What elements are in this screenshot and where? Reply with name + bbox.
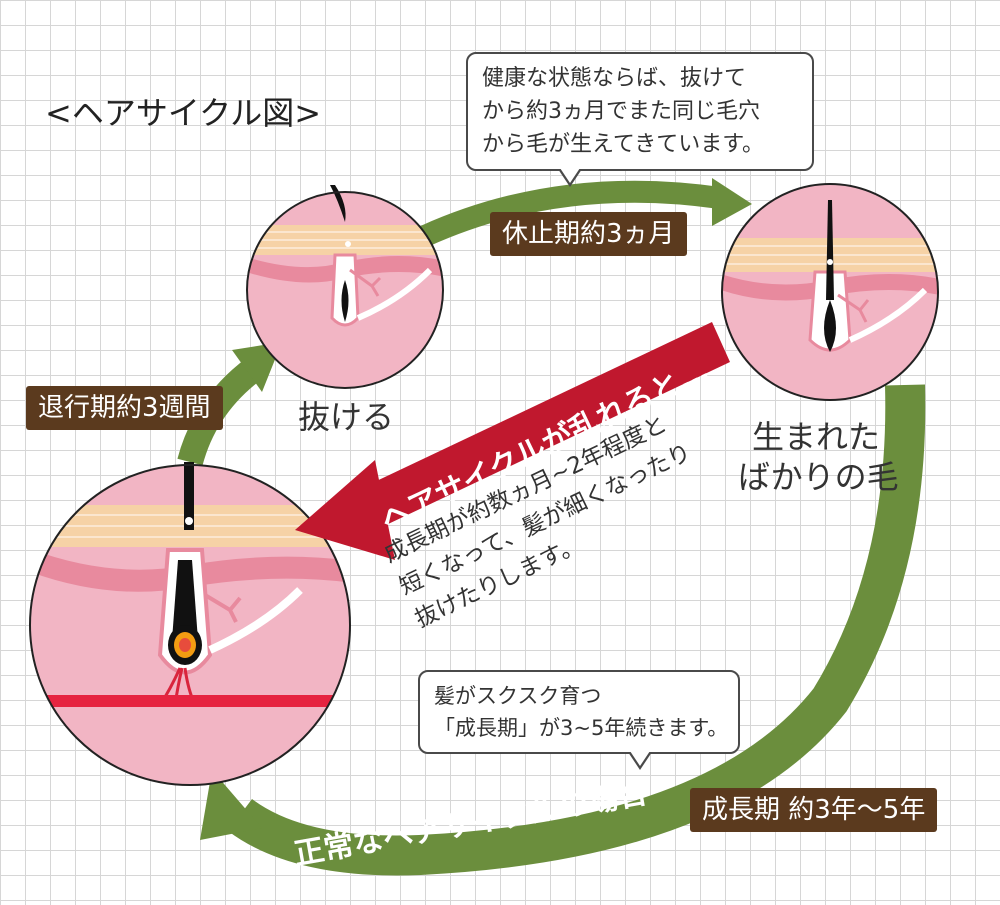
- callout-healthy-line-1: 健康な状態ならば、抜けて: [482, 66, 747, 91]
- diagram-title: <ヘアサイクル図>: [45, 94, 322, 132]
- circle-mature: [29, 462, 351, 786]
- callout-healthy-tail-fill: [560, 168, 580, 183]
- callout-growth-tail-fill: [630, 751, 650, 766]
- callout-growth-line-1: 髪がスクスク育つ: [434, 684, 602, 708]
- label-fall-out: 抜ける: [298, 398, 395, 436]
- callout-healthy-line-2: から約3ヵ月でまた同じ毛穴: [482, 99, 760, 124]
- label-resting-phase: 休止期約3ヵ月: [490, 212, 687, 256]
- circle-newborn: [721, 183, 939, 401]
- circle-fall-out: [246, 185, 444, 389]
- label-regression-phase: 退行期約3週間: [26, 386, 223, 430]
- red-arrow: [295, 322, 730, 560]
- green-arrow-top: [420, 178, 752, 247]
- label-growth-phase: 成長期 約3年〜5年: [690, 788, 938, 832]
- label-newborn-line-1: 生まれた: [752, 418, 881, 456]
- callout-healthy: 健康な状態ならば、抜けて から約3ヵ月でまた同じ毛穴 から毛が生えてきています。: [466, 52, 814, 187]
- callout-growth-line-2: 「成長期」が3~5年続きます。: [434, 716, 729, 740]
- callout-growth: 髪がスクスク育つ 「成長期」が3~5年続きます。: [418, 670, 740, 770]
- label-newborn-line-2: ばかりの毛: [738, 458, 899, 496]
- callout-healthy-line-3: から毛が生えてきています。: [482, 132, 765, 157]
